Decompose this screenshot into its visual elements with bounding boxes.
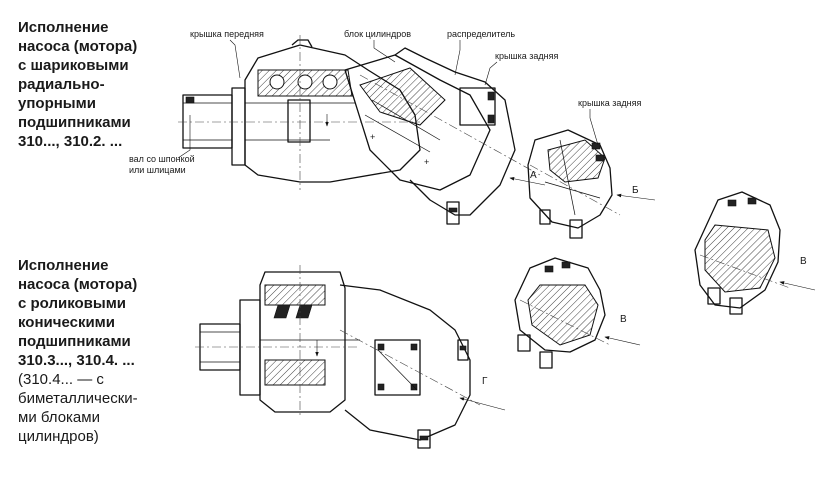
callout-shaft-line-1: вал со шпонкой <box>129 154 195 164</box>
view-letter-a: А <box>530 170 537 181</box>
view-letter-v1: В <box>620 314 627 325</box>
roller-bearing-title: Исполнение насоса (мотора) с роликовыми … <box>18 256 138 446</box>
callout-rear-cover-2: крышка задняя <box>578 98 642 108</box>
ball-bearing-pump-drawing: + + <box>178 35 546 225</box>
title-line: 310.3..., 310.4. ... <box>18 352 135 369</box>
note-line: ми блоками <box>18 409 100 426</box>
rear-cover-detail-b: крышка задняя Б <box>527 98 656 239</box>
title-line: подшипниками <box>18 114 131 131</box>
view-letter-b: Б <box>632 185 639 196</box>
top-callouts: крышка передняя блок цилиндров распредел… <box>129 29 559 181</box>
svg-text:+: + <box>424 157 429 167</box>
title-line: Исполнение <box>18 257 109 274</box>
title-line: радиально- <box>18 76 105 93</box>
rear-cover-detail-v1: В <box>514 257 641 369</box>
svg-text:+: + <box>370 132 375 142</box>
title-line: Исполнение <box>18 19 109 36</box>
note-line: цилиндров) <box>18 428 99 445</box>
note-line: биметаллически- <box>18 390 138 407</box>
callout-rear-cover-1: крышка задняя <box>495 51 559 61</box>
callout-cylinder-block: блок цилиндров <box>344 29 411 39</box>
callout-shaft-line-2: или шлицами <box>129 165 186 175</box>
title-line: 310..., 310.2. ... <box>18 133 123 150</box>
view-letter-g: Г <box>482 376 488 387</box>
callout-distributor: распределитель <box>447 29 515 39</box>
view-letter-v2: В <box>800 256 807 267</box>
callout-front-cover: крышка передняя <box>190 29 264 39</box>
title-line: с шариковыми <box>18 57 129 74</box>
note-line: (310.4... — с <box>18 371 104 388</box>
title-line: упорными <box>18 95 96 112</box>
title-line: насоса (мотора) <box>18 276 138 293</box>
title-line: коническими <box>18 314 115 331</box>
rear-cover-detail-v2: В <box>694 191 816 315</box>
title-line: с роликовыми <box>18 295 127 312</box>
ball-bearing-title: Исполнение насоса (мотора) с шариковыми … <box>18 18 137 151</box>
title-line: подшипниками <box>18 333 131 350</box>
title-line: насоса (мотора) <box>18 38 138 55</box>
roller-bearing-pump-drawing: Г <box>195 265 506 449</box>
